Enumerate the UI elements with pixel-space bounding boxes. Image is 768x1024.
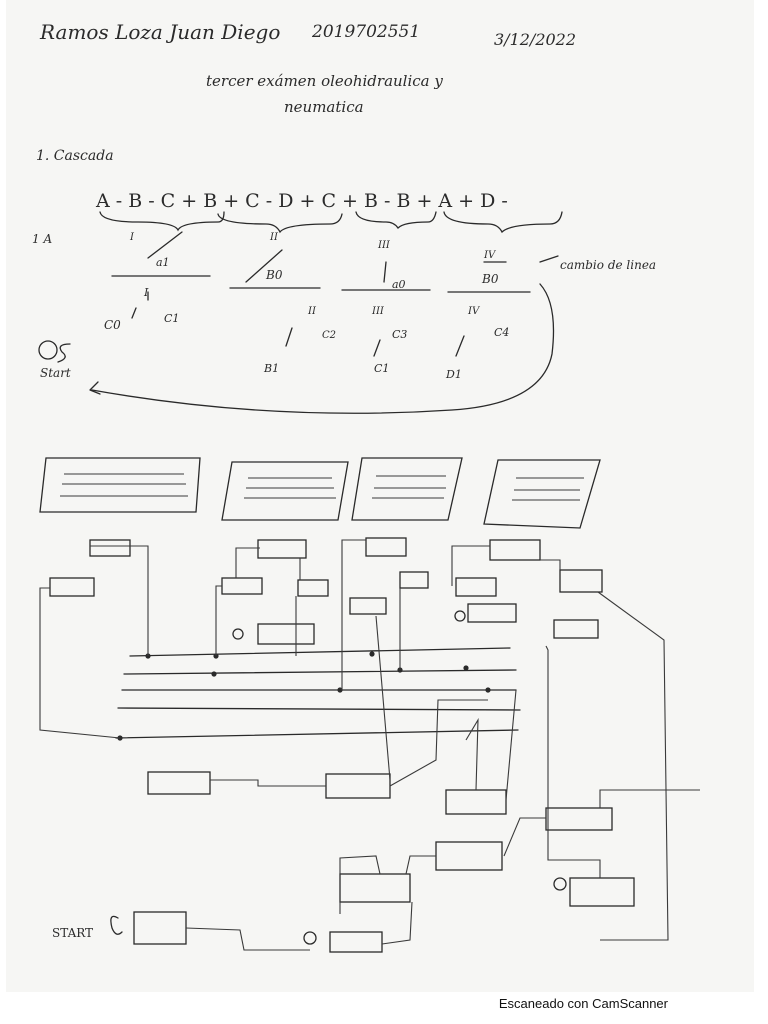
start-note: Start <box>40 366 71 380</box>
group-mark-4: IV <box>484 250 496 261</box>
sensor-bottom-b1: B1 <box>264 362 280 375</box>
section-heading: 1. Cascada <box>36 148 114 164</box>
group-number-1: I <box>144 286 149 299</box>
end-label-c1: C1 <box>164 312 180 325</box>
sensor-bottom-c1: C1 <box>374 362 390 375</box>
group-number-4: IV <box>468 306 480 317</box>
sensor-bottom-d1: D1 <box>446 368 462 381</box>
exam-title-line1: tercer exámen oleohidraulica y <box>206 72 443 90</box>
group-number-3: III <box>372 306 384 317</box>
end-label-c0: C0 <box>104 318 121 332</box>
start-symbol <box>38 307 465 363</box>
sequence-braces <box>99 211 563 234</box>
line-change-note: cambio de linea <box>560 258 657 272</box>
exam-date: 3/12/2022 <box>494 30 577 49</box>
sensor-label-2: B0 <box>266 268 283 282</box>
row-label: 1 A <box>32 232 53 246</box>
cascade-sequence: A - B - C + B + C - D + C + B - B + A + … <box>96 190 508 212</box>
group-number-2: II <box>308 306 316 317</box>
group-mark-1: I <box>130 232 134 243</box>
sensor-label-1: a1 <box>156 256 170 269</box>
end-label-c3: C3 <box>392 328 408 341</box>
wires <box>39 539 700 951</box>
student-name: Ramos Loza Juan Diego <box>40 20 281 44</box>
end-label-c4: C4 <box>494 326 510 339</box>
sensor-label-4: B0 <box>482 272 499 286</box>
circuit-start-label: START <box>52 926 94 940</box>
group-lines <box>39 457 601 529</box>
group-mark-3: III <box>378 240 390 251</box>
scanner-watermark: Escaneado con CamScanner <box>498 996 668 1011</box>
sensor-marks <box>111 231 559 301</box>
student-id: 2019702551 <box>312 22 421 42</box>
pressure-lines <box>115 647 521 741</box>
return-loop <box>91 283 555 414</box>
exam-title-line2: neumatica <box>284 98 364 116</box>
end-label-c2: C2 <box>322 330 337 341</box>
sensor-label-3: a0 <box>392 278 406 291</box>
group-mark-2: II <box>270 232 278 243</box>
